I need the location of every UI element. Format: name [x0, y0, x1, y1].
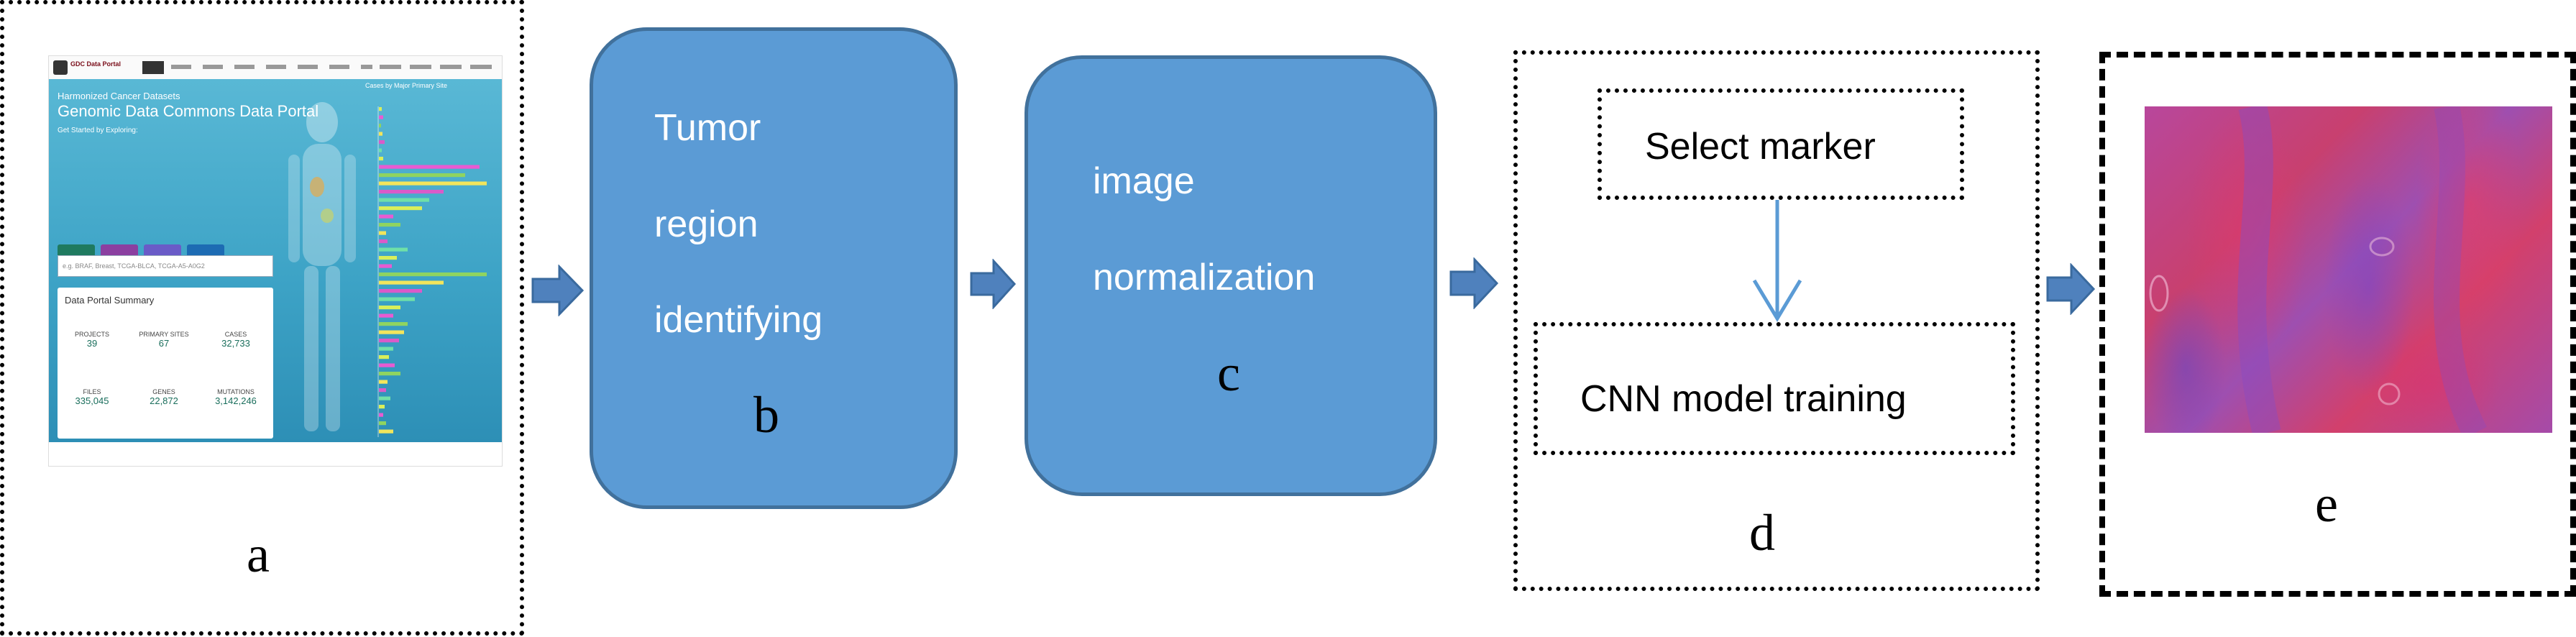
box-c-line-2: normalization [1093, 257, 1316, 298]
select-marker-label: Select marker [1645, 126, 1876, 168]
site-bar [379, 157, 383, 161]
tumor-region-identifying-box [590, 27, 958, 509]
box-b-line-2: region [654, 203, 758, 245]
site-bar [379, 396, 390, 400]
site-bar [379, 190, 444, 194]
site-bar [379, 223, 400, 227]
nci-logo-icon [53, 60, 68, 75]
site-bar [379, 272, 487, 277]
box-c-letter: c [1217, 344, 1240, 402]
home-tab-icon [142, 61, 164, 74]
cnn-model-training-box [1534, 322, 2015, 455]
cnn-model-training-label: CNN model training [1580, 378, 1907, 420]
site-bar [379, 173, 465, 178]
site-bar [379, 247, 408, 252]
site-bar [379, 388, 386, 393]
site-bar [379, 206, 422, 211]
box-c-line-1: image [1093, 160, 1195, 202]
hero-large-title: Genomic Data Commons Data Portal [58, 102, 319, 120]
site-bar [379, 107, 382, 111]
site-bar [379, 313, 393, 318]
site-bar [379, 322, 408, 326]
nav-links [171, 65, 372, 69]
site-bar [379, 198, 429, 202]
arrow-c-to-d-icon [1449, 257, 1499, 309]
box-b-line-1: Tumor [654, 107, 761, 149]
site-bar [379, 421, 386, 426]
portal-search-input[interactable]: e.g. BRAF, Breast, TCGA-BLCA, TCGA-A5-A0… [58, 255, 273, 277]
site-bar [379, 413, 383, 417]
site-bar [379, 289, 422, 293]
site-bar-chart [377, 106, 487, 437]
site-bar [379, 330, 404, 334]
panel-e-letter: e [2315, 475, 2338, 533]
human-body-icon [288, 102, 356, 431]
site-bar [379, 239, 388, 244]
arrow-a-to-b-icon [531, 265, 585, 316]
image-normalization-box [1025, 55, 1437, 496]
select-marker-box [1598, 88, 1964, 200]
box-b-line-3: identifying [654, 299, 823, 341]
site-bar [379, 264, 392, 268]
box-b-letter: b [753, 386, 779, 444]
site-bar [379, 165, 480, 169]
tissue-texture-icon [2149, 106, 2488, 433]
panel-d-letter: d [1749, 504, 1775, 562]
portal-hero: Harmonized Cancer Datasets Genomic Data … [49, 79, 502, 442]
user-links [380, 65, 495, 69]
portal-brand: GDC Data Portal [70, 60, 122, 68]
site-bar [379, 363, 395, 367]
portal-header: GDC Data Portal [49, 56, 502, 80]
site-bar [379, 181, 487, 185]
tissue-histology-image [2145, 106, 2552, 433]
site-bar [379, 372, 400, 376]
site-bar [379, 355, 389, 359]
connector-arrow-icon [1752, 200, 1802, 322]
gdc-portal-screenshot: GDC Data Portal Harmonized Cancer Datase… [49, 56, 502, 466]
panel-a-frame [0, 0, 524, 636]
site-bar [379, 280, 444, 285]
hero-subtitle: Get Started by Exploring: [58, 127, 138, 134]
arrow-d-to-e-icon [2046, 263, 2096, 315]
hero-small-title: Harmonized Cancer Datasets [58, 91, 180, 101]
site-bar [379, 429, 393, 434]
site-bar [379, 380, 388, 384]
site-bar [379, 297, 415, 301]
site-bar [379, 256, 397, 260]
site-bar [379, 124, 381, 128]
site-bar [379, 339, 399, 343]
panel-a-letter: a [247, 526, 270, 583]
site-bar [379, 231, 386, 235]
chart-title: Cases by Major Primary Site [365, 82, 448, 89]
site-bar [379, 405, 385, 409]
site-bar [379, 132, 382, 136]
site-bar [379, 140, 385, 145]
site-bar [379, 306, 400, 310]
panel-d-frame [1513, 50, 2040, 591]
site-bar [379, 214, 393, 219]
site-bar [379, 115, 383, 119]
site-bar [379, 347, 393, 351]
summary-title: Data Portal Summary [65, 295, 155, 306]
arrow-b-to-c-icon [970, 259, 1017, 309]
panel-e-frame [2099, 52, 2576, 597]
site-bar [379, 148, 382, 152]
